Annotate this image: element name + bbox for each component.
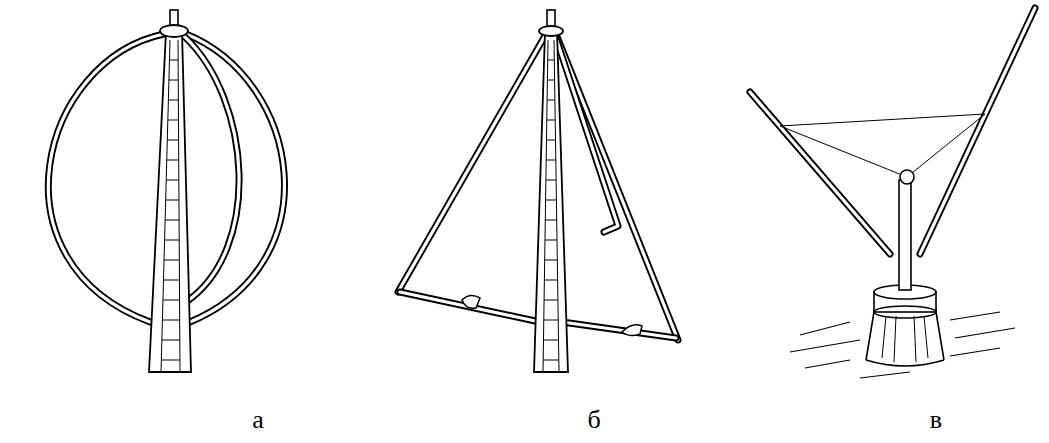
v-blade-rotor [750,8,1035,378]
darrieus-rotor [48,10,284,372]
figure-label: б [587,407,600,433]
figure-label: в [930,407,942,433]
straight-blade-rotor [398,10,678,372]
figure-label: а [252,407,264,433]
